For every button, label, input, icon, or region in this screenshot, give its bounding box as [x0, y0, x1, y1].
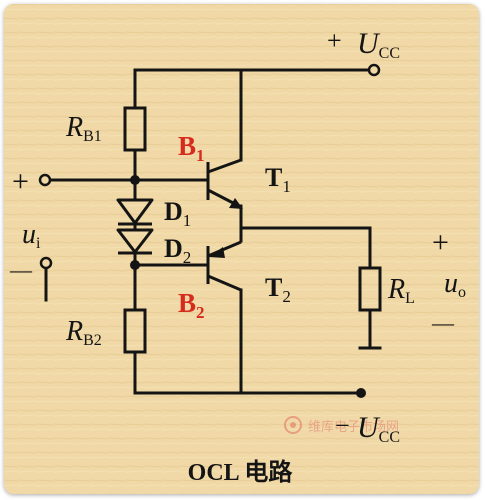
input-minus-sign: — [9, 257, 33, 282]
d1-label: D1 [164, 197, 191, 230]
rl-label: RL [387, 274, 415, 307]
d2-label: D2 [164, 234, 191, 267]
output-minus-sign: — [431, 310, 455, 335]
input-plus-sign: + [12, 165, 29, 198]
terminal-input-minus [39, 256, 53, 270]
junction-dot-b1 [130, 175, 140, 185]
rb2-label: RB2 [65, 316, 102, 349]
t2-label: T2 [265, 273, 291, 306]
diode-d1 [116, 198, 154, 230]
t2-emitter-arrow-icon [209, 247, 225, 258]
resistor-rb1 [123, 106, 147, 152]
diode-d2 [116, 228, 154, 255]
transistor-t2 [206, 240, 242, 292]
watermark-text: 维库电子市场网 [308, 419, 399, 434]
watermark-logo [284, 416, 302, 434]
b1-label: B1 [178, 131, 205, 165]
bottom-supply-sign: − [335, 411, 350, 440]
diagram-frame: 维库电子市场网 + UCC − UCC RB1 RB2 RL ui uo D1 … [4, 4, 479, 494]
wires [44, 68, 382, 395]
b2-label: B2 [178, 288, 205, 322]
top-supply-label: UCC [357, 27, 400, 62]
rb1-label: RB1 [65, 112, 102, 145]
junction-dot-b2 [130, 260, 140, 270]
terminal-top-supply [367, 63, 381, 77]
terminal-input-plus [38, 173, 52, 187]
ocl-circuit-diagram: 维库电子市场网 + UCC − UCC RB1 RB2 RL ui uo D1 … [4, 4, 479, 494]
resistor-rl [358, 266, 382, 312]
terminal-bottom-supply [356, 388, 366, 398]
output-voltage-label: uo [444, 268, 466, 301]
t1-label: T1 [265, 163, 291, 196]
top-supply-sign: + [327, 26, 342, 55]
diagram-caption: OCL 电路 [188, 458, 294, 486]
input-voltage-label: ui [22, 219, 41, 252]
output-plus-sign: + [432, 226, 449, 259]
bottom-supply-label: UCC [357, 411, 400, 446]
t1-emitter-arrow-icon [229, 198, 243, 209]
resistor-rb2 [123, 308, 147, 354]
